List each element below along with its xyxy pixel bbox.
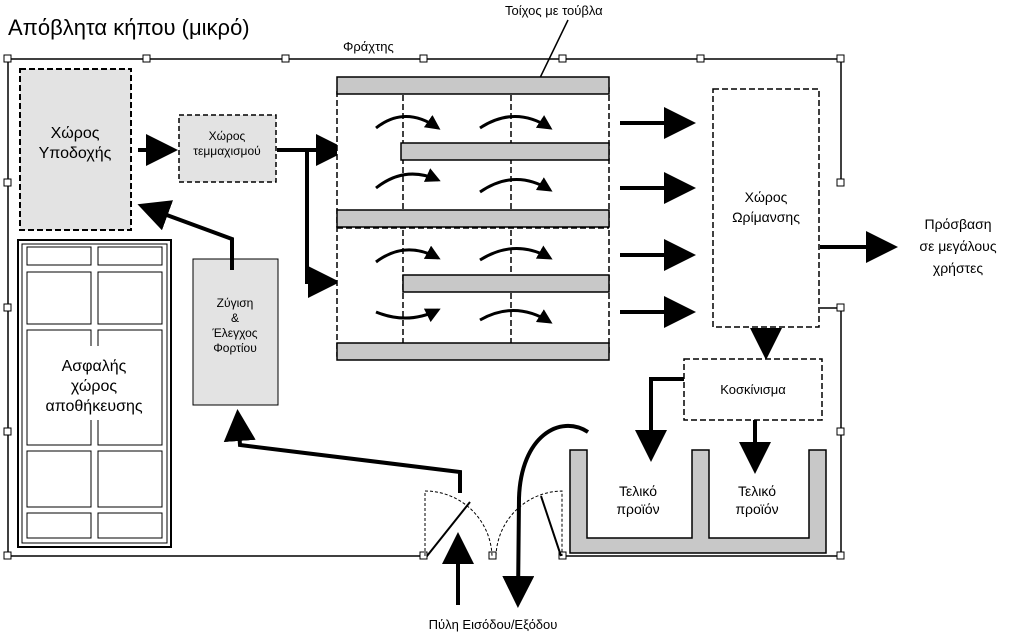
reception-label-line1: Χώρος [51,125,100,142]
access-label-line1: Πρόσβαση [924,216,991,232]
brick-wall-pointer [536,19,569,86]
weighing-to-reception-arrow [137,200,234,270]
brick-walls [336,76,610,361]
final-product-1-line2: προϊόν [616,501,659,517]
weighing-label-line1: Ζύγιση [217,296,254,310]
product-exit-arrow [502,424,590,608]
reception-label-line2: Υποδοχής [39,145,112,162]
composting-windrows [336,76,610,361]
screening-to-product1-arrow [635,377,684,462]
final-product-2-line2: προϊόν [735,501,778,517]
shredding-label-line2: τεμμαχισμού [193,144,260,158]
screening-label: Κοσκίνισμα [720,382,786,397]
shredding-to-windrows-arrows [277,134,348,298]
maturation-area [712,88,820,328]
windrows-to-maturation-arrows [620,107,696,328]
weighing-area [192,258,279,406]
final-product-2-line1: Τελικό [738,483,776,499]
gate-label: Πύλη Εισόδου/Εξόδου [429,617,558,632]
maturation-label-line2: Ωρίμανσης [732,209,800,225]
access-label-line3: χρήστες [933,260,984,276]
brick-wall-label: Τοίχος με τούβλα [505,3,603,18]
fence-label: Φράχτης [343,39,394,54]
airflow-arrows [375,114,553,324]
maturation-label-line1: Χώρος [745,189,788,205]
page-title: Απόβλητα κήπου (μικρό) [8,15,250,40]
storage-label-line2: χώρος [71,378,117,395]
access-label-line2: σε μεγάλους [919,238,996,254]
weighing-label-line3: Έλεγχος [211,326,257,340]
secure-storage-area [17,239,172,548]
storage-label-line3: αποθήκευσης [45,398,142,415]
entry-exit-gate [424,490,563,557]
weighing-label-line2: & [231,311,239,325]
screening-area [683,358,823,421]
storage-label-line1: Ασφαλής [62,358,127,375]
gate-to-weighing-arrow [223,409,462,493]
final-product-1-line1: Τελικό [619,483,657,499]
weighing-label-line4: Φορτίου [213,341,257,355]
final-product-bays [569,449,827,554]
reception-area [19,68,132,231]
shredding-label-line1: Χώρος [209,129,246,143]
shredding-area [178,114,277,183]
